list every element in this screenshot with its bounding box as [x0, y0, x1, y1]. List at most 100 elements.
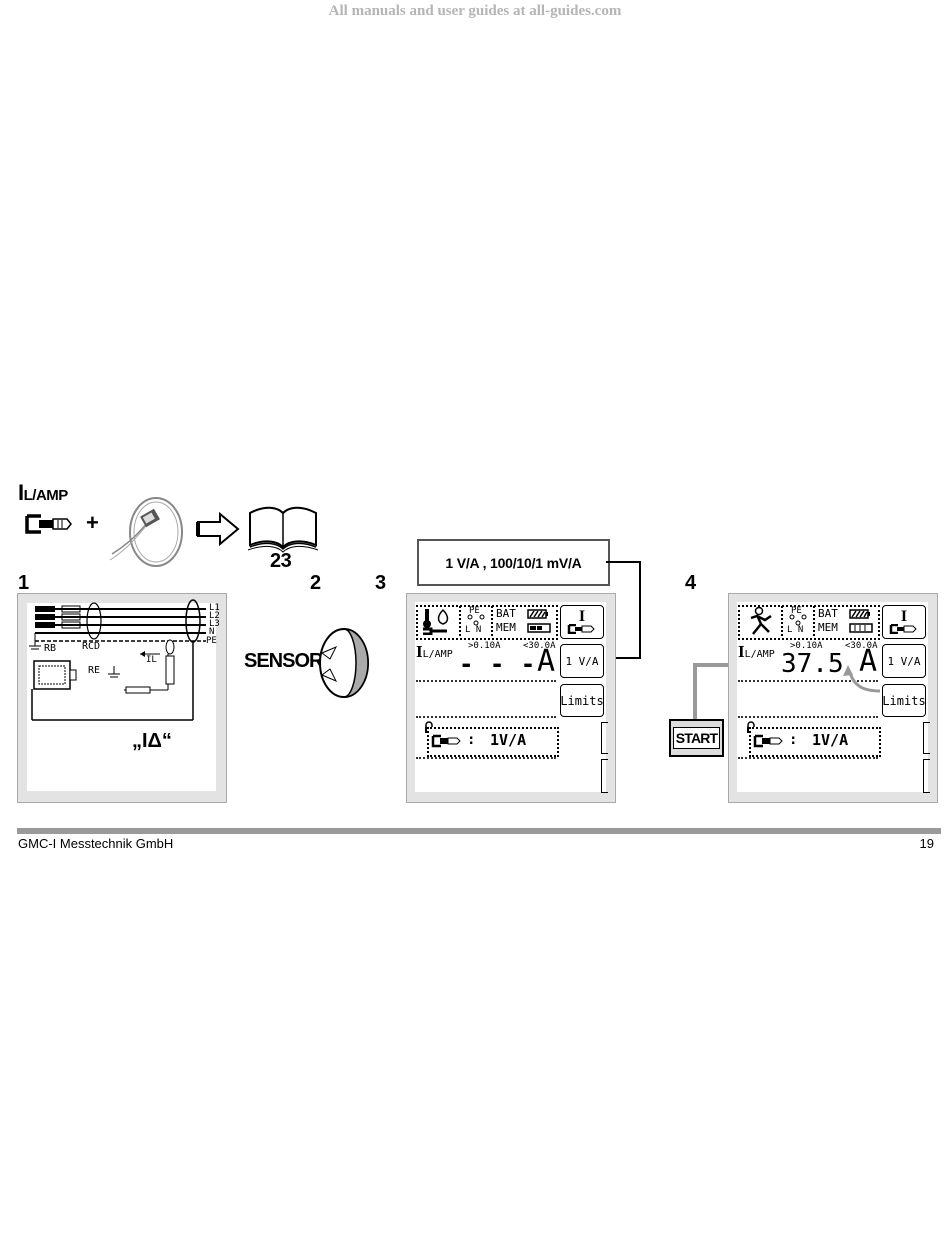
measured-value: 37.5 — [781, 649, 844, 679]
arrow-right-icon — [196, 512, 240, 546]
memory-label: MEM — [818, 621, 838, 634]
il-label: IL — [146, 655, 157, 665]
softkey-empty-1[interactable] — [601, 722, 608, 754]
low-limit: >0.10A — [468, 641, 501, 651]
battery-label: BAT — [496, 607, 516, 620]
line-label-l3: L3 — [209, 619, 220, 629]
measure-label-main: I — [738, 642, 745, 661]
row-divider — [738, 680, 878, 682]
pe-contact-icon — [467, 614, 485, 626]
parameter-value: 1V/A — [812, 731, 849, 749]
memory-icon — [527, 623, 551, 633]
measure-label: IL/AMP — [738, 642, 775, 662]
circuit-panel-inner — [27, 603, 216, 791]
pe-contact-icon — [789, 614, 807, 626]
rotary-selector-icon — [319, 628, 369, 698]
temperature-icon — [423, 608, 449, 635]
softkey-limits[interactable]: Limits — [882, 684, 926, 717]
plus-sign: + — [86, 510, 99, 535]
param-colon: : — [789, 732, 798, 748]
pe-indicator: PE — [791, 606, 802, 616]
line-label-l2: L2 — [209, 611, 220, 621]
clamp-key-icon — [567, 624, 595, 634]
low-limit: >0.10A — [790, 641, 823, 651]
status-divider — [781, 606, 783, 636]
start-button[interactable]: START — [669, 719, 724, 757]
running-person-icon — [750, 606, 772, 635]
line-label-pe: PE — [206, 636, 217, 646]
battery-label: BAT — [818, 607, 838, 620]
measure-label: IL/AMP — [416, 642, 453, 662]
memory-icon — [849, 623, 873, 633]
rb-label: RB — [44, 643, 57, 654]
device-screen-step4: PE L N BAT MEM IL/AMP >0.10A <30.0A 37.5… — [728, 593, 938, 803]
fault-current-label: „IΔ“ — [132, 730, 172, 752]
high-limit: <30.0A — [845, 641, 878, 651]
start-button-label: START — [672, 727, 721, 749]
softkey-empty-2[interactable] — [923, 759, 930, 793]
footer-rule — [17, 828, 941, 834]
step-4-number: 4 — [685, 572, 697, 594]
softkey-function-label: I — [900, 608, 908, 625]
current-clamp-icon — [25, 514, 72, 534]
step-2-number: 2 — [310, 572, 322, 594]
row-divider — [416, 757, 556, 759]
range-callout: 1 V/A , 100/10/1 mV/A — [417, 539, 610, 586]
status-divider — [491, 606, 493, 636]
row-divider — [416, 716, 556, 718]
sensor-label: SENSOR — [244, 650, 323, 672]
row-divider — [738, 757, 878, 759]
line-label-l1: L1 — [209, 603, 220, 613]
softkey-empty-2[interactable] — [601, 759, 608, 793]
measured-value: - - - — [459, 650, 537, 678]
row-divider — [416, 680, 556, 682]
step-1-number: 1 — [18, 572, 30, 594]
softkey-function[interactable]: I — [560, 605, 604, 639]
pe-indicator: PE — [469, 606, 480, 616]
ln-indicator: L N — [465, 625, 482, 635]
row-divider — [738, 716, 878, 718]
rcd-label: RCD — [82, 641, 101, 652]
memory-label: MEM — [496, 621, 516, 634]
status-divider — [813, 606, 815, 636]
step-3-number: 3 — [375, 572, 387, 594]
line-label-n: N — [209, 627, 215, 637]
mode-title-sub: L/AMP — [23, 487, 69, 504]
book-page-number: 23 — [270, 550, 292, 572]
unit: A — [537, 644, 556, 679]
measure-label-sub: L/AMP — [744, 649, 775, 660]
clamp-param-icon — [431, 734, 461, 748]
limits-arrow — [843, 665, 881, 693]
status-divider — [459, 606, 461, 636]
clamp-param-icon — [753, 734, 783, 748]
parameter-box — [427, 727, 559, 757]
battery-icon — [527, 609, 548, 619]
watermark: All manuals and user guides at all-guide… — [328, 3, 622, 19]
param-colon: : — [467, 732, 476, 748]
measure-label-main: I — [416, 642, 423, 661]
ln-indicator: L N — [787, 625, 804, 635]
parameter-value: 1V/A — [490, 731, 527, 749]
softkey-empty-1[interactable] — [923, 722, 930, 754]
softkey-function[interactable]: I — [882, 605, 926, 639]
softkey-range[interactable]: 1 V/A — [560, 644, 604, 678]
softkey-limits[interactable]: Limits — [560, 684, 604, 717]
circuit-diagram — [29, 599, 206, 721]
page-number: 19 — [919, 836, 934, 851]
footer-company: GMC-I Messtechnik GmbH — [18, 836, 174, 851]
clamp-key-icon — [889, 624, 917, 634]
re-label: RE — [88, 665, 101, 676]
circuit-panel: L1 L2 L3 N PE RB RCD RE IL „IΔ“ — [17, 593, 227, 803]
high-limit: <30.0A — [523, 641, 556, 651]
mode-title-main: I — [18, 480, 24, 505]
measure-label-sub: L/AMP — [422, 649, 453, 660]
device-screen-step3: PE L N BAT MEM IL/AMP >0.10A <30.0A - - … — [406, 593, 616, 803]
softkey-range[interactable]: 1 V/A — [882, 644, 926, 678]
parameter-box — [749, 727, 881, 757]
softkey-function-label: I — [578, 608, 586, 625]
mode-title: IL/AMP — [18, 480, 68, 506]
flex-sensor-icon — [109, 497, 183, 567]
battery-icon — [849, 609, 870, 619]
unit: A — [859, 644, 878, 679]
manual-book-icon — [247, 506, 319, 553]
